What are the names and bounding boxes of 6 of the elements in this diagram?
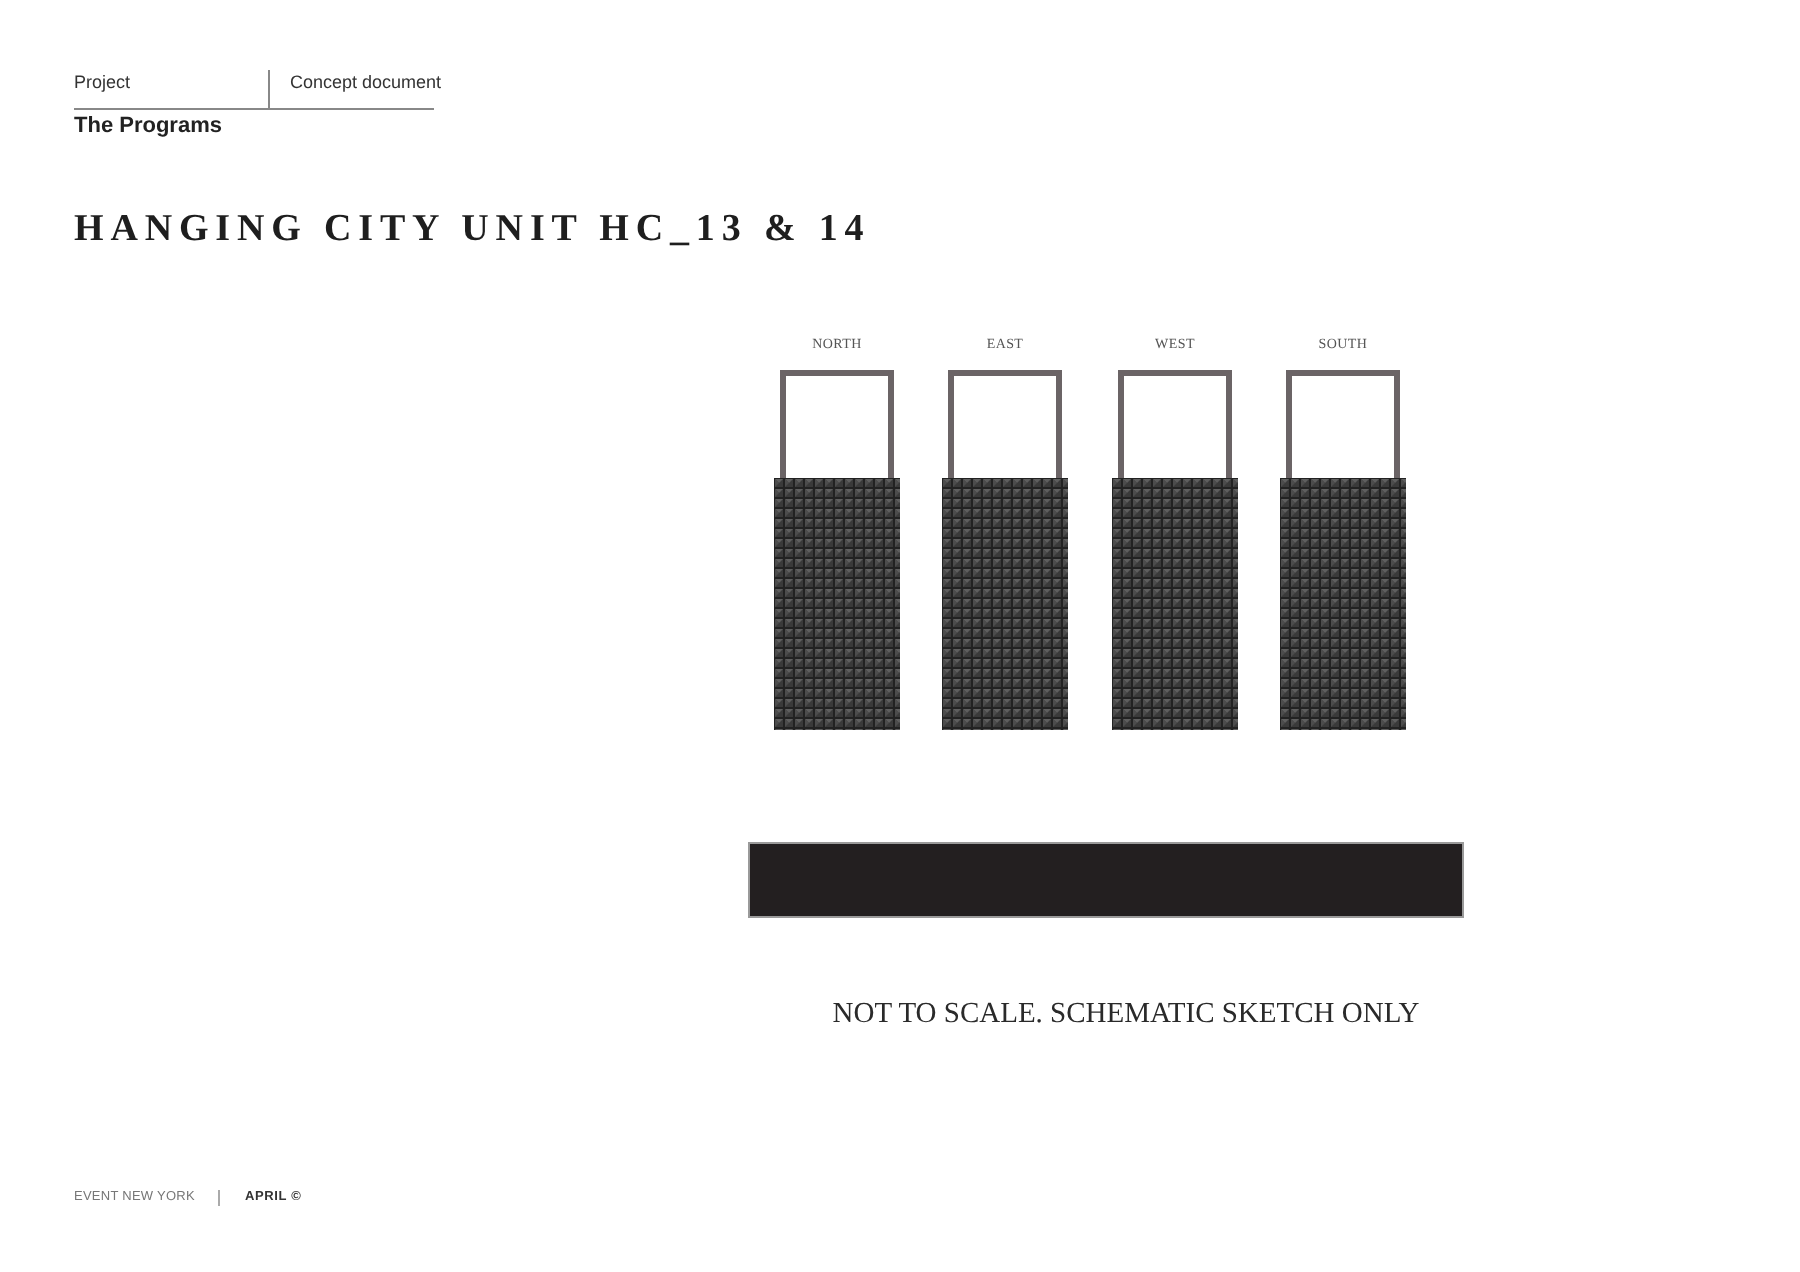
document-type-label: Concept document	[290, 74, 442, 92]
project-label: Project	[74, 74, 131, 92]
solid-bar	[748, 842, 1464, 918]
scale-note: NOT TO SCALE. SCHEMATIC SKETCH ONLY	[830, 1000, 1422, 1029]
page-title: HANGING CITY UNIT HC_13 & 14	[74, 210, 871, 248]
section-heading: The Programs	[74, 116, 222, 138]
